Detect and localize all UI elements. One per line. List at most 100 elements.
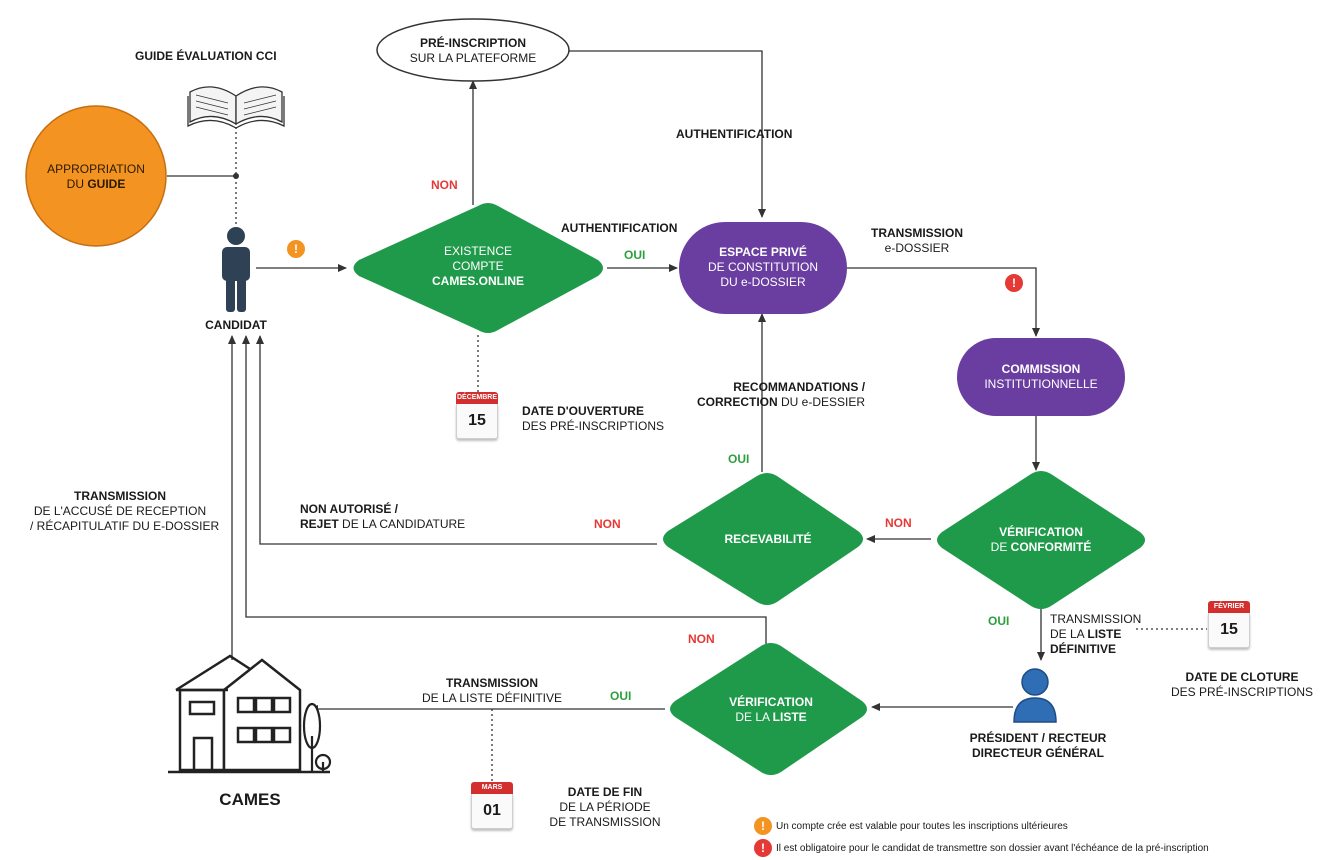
appropriation-line2: DU [66,177,88,191]
president-label: PRÉSIDENT / RECTEUR DIRECTEUR GÉNÉRAL [963,731,1113,761]
label-non-recevabilite: NON [594,517,621,531]
transmission-liste-line3: DÉFINITIVE [1050,642,1117,656]
conformite-text: VÉRIFICATION DE CONFORMITÉ [961,525,1121,555]
label-accuse-reception: TRANSMISSION DE L'ACCUSÉ DE RECEPTION / … [30,489,219,534]
label-non-conformite: NON [885,516,912,530]
calendar-icon: MARS 01 [471,782,513,832]
transmission-liste-line2: DE LA [1050,627,1088,641]
recevabilite-text: RECEVABILITÉ [724,532,812,546]
person-icon [222,227,250,312]
legend-orange-note: Un compte crée est valable pour toutes l… [776,821,1068,832]
verif-liste-word: LISTE [772,710,807,724]
date-ouverture-sub: DES PRÉ-INSCRIPTIONS [522,419,665,433]
person-icon [1013,668,1057,723]
tree-icon [302,702,332,772]
open-book-icon [187,86,285,129]
appropriation-guide: GUIDE [87,177,126,191]
label-recommandations: RECOMMANDATIONS / CORRECTION DU e-DESSIE… [697,380,865,410]
commission-line1: COMMISSION [1001,362,1081,376]
calendar-icon: DÉCEMBRE 15 [456,392,498,442]
trans-def-line2: DE LA LISTE DÉFINITIVE [421,691,563,705]
existence-line3: CAMES.ONLINE [431,274,524,288]
espace-prive-node [679,222,847,314]
commission-line2: INSTITUTIONNELLE [984,377,1098,391]
non-autorise-rejet: REJET [300,517,339,531]
date-ouverture-title: DATE D'OUVERTURE [522,404,644,418]
espace-text: ESPACE PRIVÉ DE CONSTITUTION DU e-DOSSIE… [683,245,843,290]
verif-liste-line2: DE LA [735,710,773,724]
cames-label: CAMES [219,790,281,809]
label-non-autorise: NON AUTORISÉ / REJET DE LA CANDIDATURE [300,502,465,532]
president-line1: PRÉSIDENT / RECTEUR [969,731,1107,745]
appropriation-line1: APPROPRIATION [47,162,145,176]
president-line2: DIRECTEUR GÉNÉRAL [971,746,1104,760]
conformite-decision [937,471,1145,609]
trans-def-line1: TRANSMISSION [445,676,538,690]
label-oui-recevabilite: OUI [728,452,750,466]
existence-line1: EXISTENCE [443,244,512,258]
label-oui-liste: OUI [610,689,632,703]
reco-line2: DU e-DESSIER [777,395,866,409]
reco-line1: RECOMMANDATIONS / [733,380,866,394]
exclamation-icon: ! [1005,274,1023,292]
appropriation-node [25,105,167,247]
pre-inscription-text: PRÉ-INSCRIPTION SUR LA PLATEFORME [393,36,553,66]
label-transmission-liste: TRANSMISSION DE LA LISTE DÉFINITIVE [1050,612,1141,657]
conformite-word: CONFORMITÉ [1010,540,1092,554]
arrow-verifliste-candidat [242,335,767,644]
commission-text: COMMISSION INSTITUTIONNELLE [961,362,1121,392]
date-cloture-title: DATE DE CLOTURE [1185,670,1299,684]
commission-node [957,338,1125,416]
arrow-preinscription-espace [569,50,766,218]
exclamation-icon: ! [754,817,772,835]
date-fin-sub2: DE TRANSMISSION [549,815,661,829]
calendar-icon: FÉVRIER 15 [1208,601,1250,651]
appropriation-text: APPROPRIATION DU GUIDE [26,162,166,192]
espace-line1: ESPACE PRIVÉ [719,245,807,259]
conformite-line2: DE [990,540,1011,554]
calendar-month: MARS [471,782,513,794]
label-transmission-definitive: TRANSMISSION DE LA LISTE DÉFINITIVE [412,676,572,706]
label-oui-existence: OUI [624,248,646,262]
calendar-day: 15 [1208,613,1250,648]
exclamation-icon: ! [754,839,772,857]
label-transmission-dossier: TRANSMISSION e-DOSSIER [862,226,972,256]
accuse-line2: DE L'ACCUSÉ DE RECEPTION [33,504,207,518]
transmission-dossier-line2: e-DOSSIER [884,241,950,255]
existence-text: EXISTENCE COMPTE CAMES.ONLINE [398,244,558,289]
label-authentification-mid: AUTHENTIFICATION [561,221,678,235]
candidat-label: CANDIDAT [205,318,267,332]
legend-red-note: Il est obligatoire pour le candidat de t… [776,843,1209,854]
espace-line3: DU e-DOSSIER [720,275,806,289]
verif-liste-line1: VÉRIFICATION [729,695,813,709]
arrow-espace-commission [847,267,1040,337]
date-cloture-label: DATE DE CLOTURE DES PRÉ-INSCRIPTIONS [1162,670,1322,700]
label-non-liste: NON [688,632,715,646]
guide-title: GUIDE ÉVALUATION CCI [135,49,277,63]
reco-correction: CORRECTION [697,395,778,409]
transmission-liste-word: LISTE [1087,627,1122,641]
connector-lines [167,50,1207,782]
recevabilite-decision [663,473,863,605]
calendar-day: 01 [471,794,513,829]
date-fin-title: DATE DE FIN [567,785,643,799]
arrow-recevabilite-candidat [256,335,657,545]
existence-line2: COMPTE [452,259,504,273]
junction-dot [233,173,239,179]
pre-inscription-line2: SUR LA PLATEFORME [409,51,537,65]
accuse-line3: / RÉCAPITULATIF DU E-DOSSIER [30,519,220,533]
label-authentification-top: AUTHENTIFICATION [676,127,793,141]
date-ouverture-label: DATE D'OUVERTURE DES PRÉ-INSCRIPTIONS [522,404,664,434]
accuse-line1: TRANSMISSION [73,489,166,503]
calendar-month: DÉCEMBRE [456,392,498,404]
existence-decision [353,203,603,333]
date-fin-label: DATE DE FIN DE LA PÉRIODE DE TRANSMISSIO… [540,785,670,830]
non-autorise-line2: DE LA CANDIDATURE [338,517,466,531]
date-fin-sub1: DE LA PÉRIODE [559,800,651,814]
verif-liste-decision [670,643,867,775]
building-icon [168,654,330,774]
label-oui-conformite: OUI [988,614,1010,628]
espace-line2: DE CONSTITUTION [708,260,818,274]
pre-inscription-node [376,18,570,82]
exclamation-icon: ! [287,240,305,258]
